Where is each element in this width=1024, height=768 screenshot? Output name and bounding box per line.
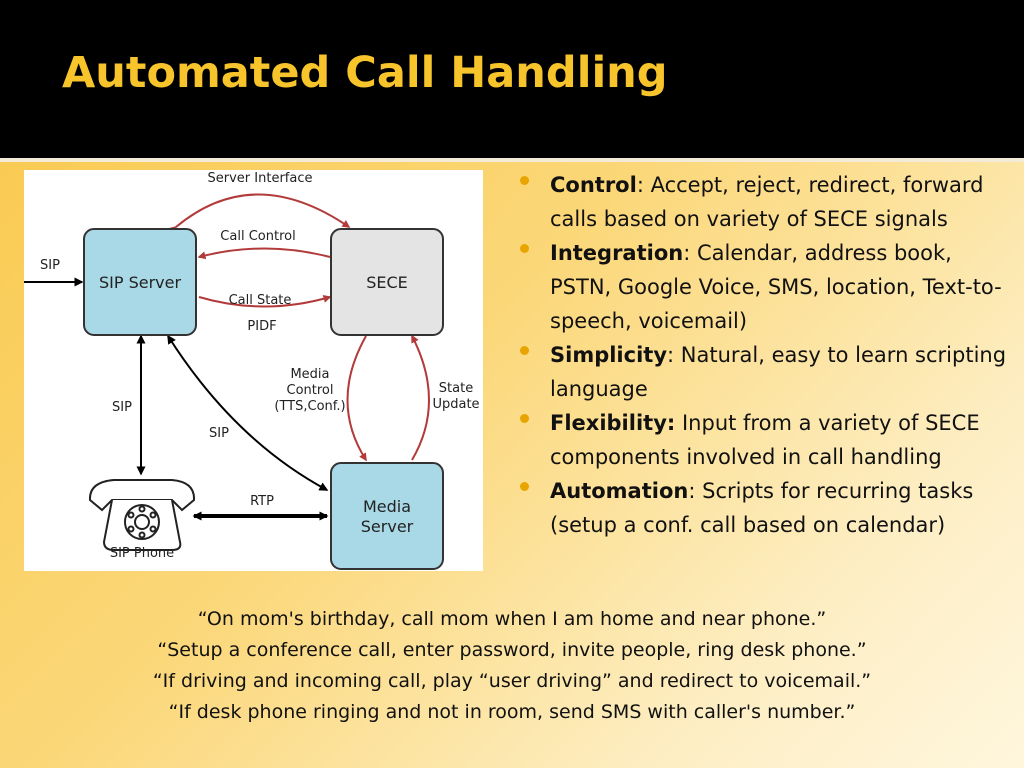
bullet-flexibility: Flexibility: Input from a variety of SEC… [516,406,1016,474]
quote-line: “On mom's birthday, call mom when I am h… [197,608,827,630]
quote-line: “If driving and incoming call, play “use… [152,670,872,692]
sip-server-media-arrow [167,334,329,491]
rtp-label: RTP [250,494,274,509]
call-state-arrow [198,294,332,308]
call-state-label: Call State [229,293,292,308]
bullet-dot-icon [520,482,529,491]
media-control-label-2: Control [287,383,334,398]
sip-diagonal-label: SIP [209,426,229,441]
media-control-label-1: Media [290,367,329,382]
bullet-automation: Automation: Scripts for recurring tasks … [516,474,1016,542]
server-interface-label: Server Interface [208,171,313,186]
media-server-node-label-2: Server [361,517,414,536]
bullet-dot-icon [520,414,529,423]
bullet-simplicity: Simplicity: Natural, easy to learn scrip… [516,338,1016,406]
bullet-sep: : [636,173,651,197]
bullet-term: Automation [550,479,689,503]
bullet-text: Natural, easy to learn scripting languag… [550,343,1007,401]
sip-left-label: SIP [112,400,132,415]
bullet-sep: : [667,343,681,367]
sece-node [330,228,444,336]
example-quotes: “On mom's birthday, call mom when I am h… [0,604,1024,728]
bullet-dot-icon [520,346,529,355]
sip-server-node [83,228,197,336]
state-update-label-1: State [439,381,473,396]
slide-title: Automated Call Handling [62,48,668,98]
bullet-integration: Integration: Calendar, address book, PST… [516,236,1016,338]
media-control-arrow [346,335,367,462]
call-control-arrow [197,247,331,260]
bullet-sep [675,411,682,435]
quote-line: “If desk phone ringing and not in room, … [168,701,856,723]
bullet-dot-icon [520,176,529,185]
quote-line: “Setup a conference call, enter password… [157,639,867,661]
media-server-node-label-1: Media [363,497,411,516]
server-interface-arrow [168,193,351,235]
call-control-label: Call Control [220,229,295,244]
sip-phone-label: SIP Phone [110,546,174,561]
bullet-text: Accept, reject, redirect, forward calls … [550,173,984,231]
sip-in-label: SIP [40,258,60,273]
sip-phone-icon [88,479,196,551]
bullet-text: Input from a variety of SECE components … [550,411,980,469]
bullet-sep: : [688,479,703,503]
bullet-dot-icon [520,244,529,253]
bullet-text: Scripts for recurring tasks (setup a con… [550,479,974,537]
title-bar: Automated Call Handling [0,0,1024,162]
bullet-term: Flexibility: [550,411,676,435]
state-update-arrow [411,334,430,461]
bullet-term: Control [550,173,637,197]
bullet-term: Simplicity [550,343,668,367]
bullet-control: Control: Accept, reject, redirect, forwa… [516,168,1016,236]
diagram-svg: Server Interface Call Control Call State… [24,171,480,570]
bullet-text: Calendar, address book, PSTN, Google Voi… [550,241,1002,333]
bullet-sep: : [683,241,697,265]
architecture-diagram: Server Interface Call Control Call State… [24,170,483,571]
media-server-node [330,462,444,570]
state-update-label-2: Update [432,397,479,412]
pidf-label: PIDF [247,319,276,334]
bullet-term: Integration [550,241,684,265]
media-control-label-3: (TTS,Conf.) [274,399,345,414]
sece-node-label: SECE [366,273,408,292]
sip-server-node-label: SIP Server [99,273,182,292]
feature-list: Control: Accept, reject, redirect, forwa… [516,168,1016,542]
